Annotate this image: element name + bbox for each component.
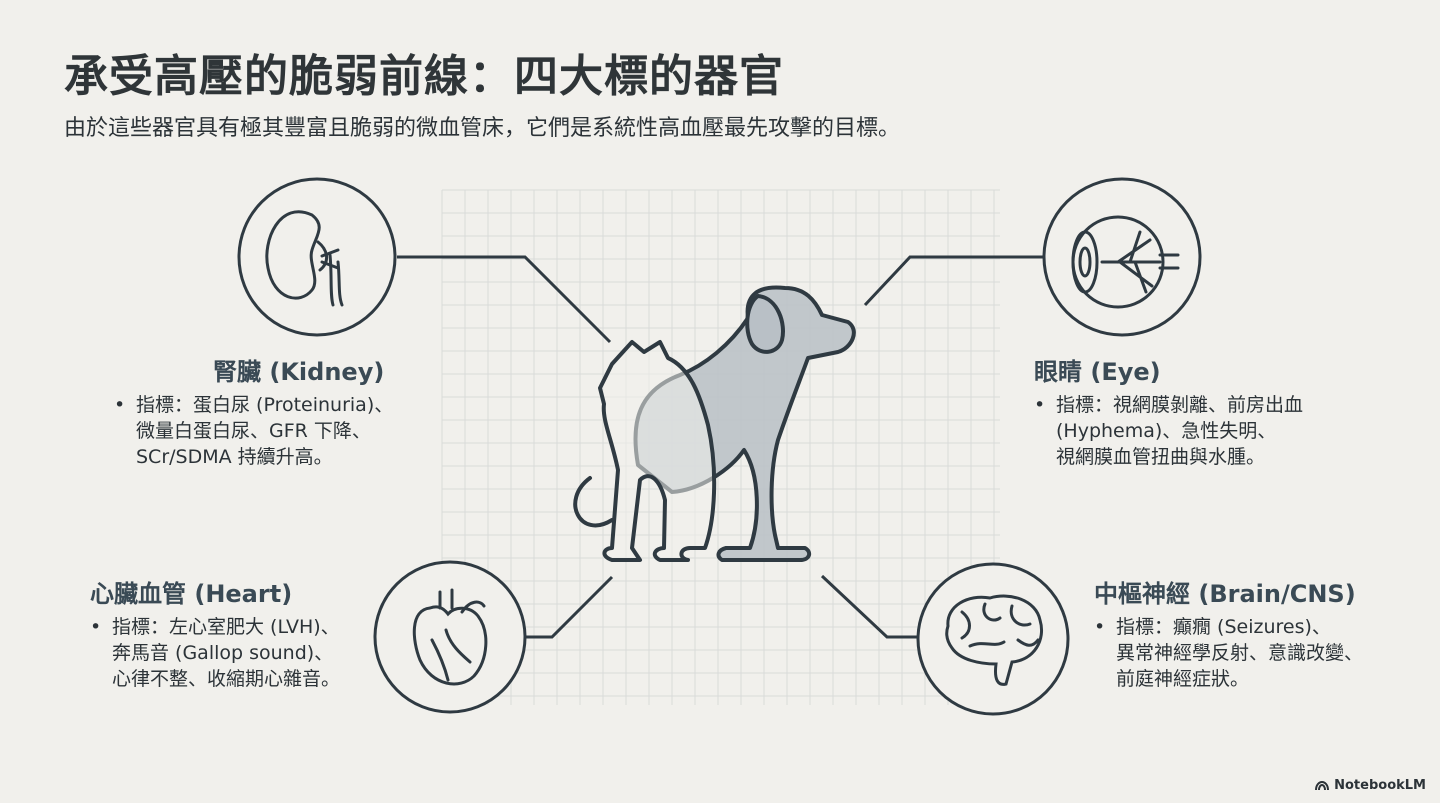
kidney-line-3: SCr/SDMA 持續升高。 bbox=[136, 446, 333, 468]
eye-heading: 眼睛 (Eye) bbox=[1034, 358, 1161, 386]
brain-indicators: • 指標：癲癇 (Seizures)、 異常神經學反射、意識改變、 前庭神經症狀… bbox=[1094, 614, 1363, 692]
dog-ear bbox=[745, 294, 785, 354]
heart-indicators: • 指標：左心室肥大 (LVH)、 奔馬音 (Gallop sound)、 心律… bbox=[90, 614, 340, 692]
brand-watermark: NotebookLM bbox=[1315, 778, 1426, 793]
eye-icon bbox=[1071, 215, 1180, 309]
kidney-indicators: • 指標：蛋白尿 (Proteinuria)、 微量白蛋白尿、GFR 下降、 S… bbox=[114, 392, 393, 470]
heart-line-1: 指標：左心室肥大 (LVH)、 bbox=[112, 616, 340, 638]
kidney-icon bbox=[265, 210, 344, 307]
connector-heart bbox=[524, 575, 614, 639]
heart-line-2: 奔馬音 (Gallop sound)、 bbox=[112, 642, 334, 664]
page-title: 承受高壓的脆弱前線：四大標的器官 bbox=[64, 51, 784, 102]
connector-kidney bbox=[397, 255, 612, 344]
bullet: • bbox=[1034, 394, 1046, 416]
kidney-line-2: 微量白蛋白尿、GFR 下降、 bbox=[136, 420, 371, 442]
heart-icon bbox=[412, 588, 488, 686]
heart-badge bbox=[373, 560, 527, 714]
cat-and-dog-silhouette bbox=[573, 285, 856, 562]
background-grid bbox=[441, 189, 1000, 705]
brain-heading: 中樞神經 (Brain/CNS) bbox=[1094, 580, 1356, 608]
notebooklm-logo-icon bbox=[1315, 780, 1330, 790]
kidney-line-1: 指標：蛋白尿 (Proteinuria)、 bbox=[136, 394, 394, 416]
heart-heading: 心臟血管 (Heart) bbox=[90, 580, 293, 608]
eye-line-1: 指標：視網膜剝離、前房出血 bbox=[1056, 394, 1304, 416]
brain-badge bbox=[916, 562, 1070, 716]
cat-silhouette bbox=[598, 340, 717, 562]
cat-tail bbox=[573, 476, 614, 528]
eye-indicators: • 指標：視網膜剝離、前房出血 (Hyphema)、急性失明、 視網膜血管扭曲與… bbox=[1034, 392, 1303, 470]
bullet: • bbox=[1094, 616, 1106, 638]
kidney-badge bbox=[237, 177, 397, 337]
eye-line-2: (Hyphema)、急性失明、 bbox=[1056, 420, 1277, 442]
brain-line-2: 異常神經學反射、意識改變、 bbox=[1116, 642, 1364, 664]
brain-icon bbox=[945, 594, 1043, 686]
connector-lines bbox=[397, 255, 1043, 639]
connector-eye bbox=[863, 255, 1043, 307]
bullet: • bbox=[114, 394, 126, 416]
heart-line-3: 心律不整、收縮期心雜音。 bbox=[112, 668, 341, 690]
bullet: • bbox=[90, 616, 102, 638]
brain-line-3: 前庭神經症狀。 bbox=[1116, 668, 1250, 690]
brain-line-1: 指標：癲癇 (Seizures)、 bbox=[1116, 616, 1331, 638]
page-subtitle: 由於這些器官具有極其豐富且脆弱的微血管床，它們是系統性高血壓最先攻擊的目標。 bbox=[64, 116, 901, 141]
eye-line-3: 視網膜血管扭曲與水腫。 bbox=[1056, 446, 1266, 468]
eye-badge bbox=[1042, 177, 1202, 337]
kidney-heading: 腎臟 (Kidney) bbox=[213, 358, 385, 386]
brand-label: NotebookLM bbox=[1334, 778, 1426, 793]
connector-brain bbox=[820, 574, 917, 639]
